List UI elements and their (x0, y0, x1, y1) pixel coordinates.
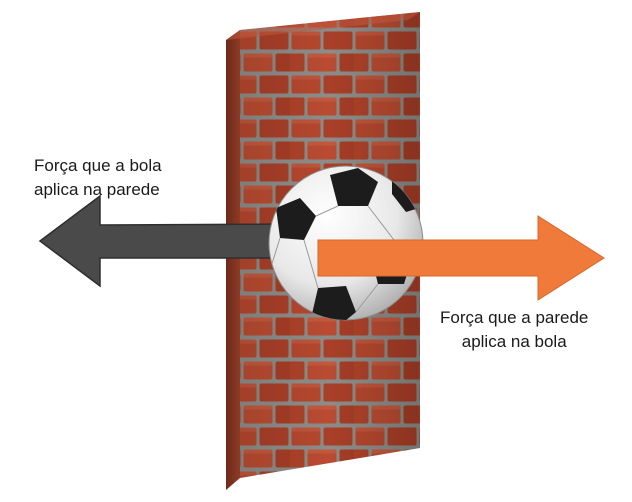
label-force-ball-on-wall-line2: aplica na parede (34, 180, 160, 199)
arrow-right-icon (317, 215, 605, 301)
label-force-wall-on-ball: Força que a parede aplica na bola (440, 306, 588, 354)
label-force-ball-on-wall-line1: Força que a bola (34, 156, 162, 175)
wall-side-face (226, 30, 240, 490)
label-force-wall-on-ball-line1: Força que a parede (440, 308, 589, 327)
label-force-wall-on-ball-line2: aplica na bola (461, 332, 567, 351)
label-force-ball-on-wall: Força que a bola aplica na parede (34, 154, 162, 202)
